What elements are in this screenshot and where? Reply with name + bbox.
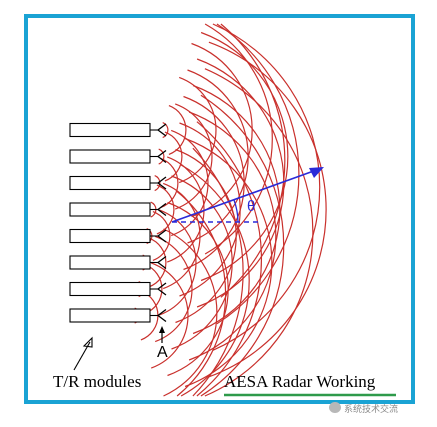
wavefront-arc: [168, 105, 187, 155]
antenna-element-icon: [156, 123, 167, 137]
tr-module: [69, 255, 151, 270]
wavefront-arc: [171, 175, 233, 350]
antenna-element-icon: [156, 282, 167, 296]
beam-arrowhead-icon: [309, 167, 324, 178]
wavefront-arc: [167, 201, 229, 377]
tr-modules-label: T/R modules: [53, 372, 142, 391]
wavefront-arc: [191, 42, 253, 218]
tr-module: [69, 281, 151, 297]
point-a-label: A: [157, 344, 168, 361]
antenna-element-icon: [156, 202, 167, 217]
wavefront-arc: [175, 148, 237, 324]
diagram-title: AESA Radar Working: [224, 372, 376, 391]
wavefront-arc: [154, 235, 193, 343]
tr-module: [69, 149, 151, 164]
antenna-element-icon: [156, 229, 167, 243]
beam-direction-line: [171, 167, 323, 223]
wavefront-arc: [152, 211, 171, 261]
wavefront-arc: [160, 158, 179, 208]
tr-module-array: [69, 122, 167, 323]
wavefront-arc: [192, 147, 244, 397]
wavefronts: [134, 23, 327, 397]
angle-label: θ: [247, 198, 256, 215]
wavefront-arc: [204, 23, 273, 255]
antenna-element-icon: [156, 149, 167, 164]
wavefront-arc: [200, 94, 285, 397]
wavefront-arc: [208, 41, 327, 378]
wavefront-arc: [148, 237, 167, 288]
wavefront-arc: [150, 262, 189, 369]
wavefront-arc: [212, 23, 321, 351]
tr-module: [69, 308, 151, 323]
wavefront-arc: [196, 58, 285, 308]
wavefront-arc: [154, 174, 161, 192]
antenna-element-icon: [156, 255, 167, 270]
wavefront-arc: [216, 23, 300, 325]
tr-module: [69, 122, 151, 138]
wavefront-arc: [187, 69, 249, 244]
wavefront-arc: [164, 131, 183, 182]
wavefront-arc: [204, 68, 314, 397]
tr-module: [69, 228, 151, 244]
antenna-element-icon: [156, 308, 167, 323]
wavefront-arc: [162, 182, 201, 290]
wavefront-arc: [158, 209, 197, 316]
watermark-text: 系统技术交流: [344, 405, 399, 415]
wavefront-arc: [220, 23, 286, 298]
tr-module: [69, 202, 151, 217]
wavefront-arc: [156, 184, 175, 235]
antenna-element-icon: [156, 176, 167, 190]
wavefront-arc: [188, 111, 277, 361]
tr-module: [69, 175, 151, 191]
wavefront-arc: [179, 122, 241, 297]
arrow-up-icon: [159, 326, 165, 333]
wavefront-arc: [162, 121, 169, 139]
wavefront-arc: [200, 31, 289, 282]
wavefront-arc: [158, 148, 165, 165]
wavefront-arc: [163, 228, 218, 397]
wavefront-arc: [196, 121, 262, 397]
wavefront-arc: [184, 137, 273, 388]
wavefront-arc: [144, 264, 163, 314]
modules-pointer-arrow-icon: [82, 336, 93, 348]
angle-arc: [233, 199, 239, 223]
wechat-logo-icon: [329, 402, 341, 413]
wavefront-arc: [176, 191, 227, 397]
